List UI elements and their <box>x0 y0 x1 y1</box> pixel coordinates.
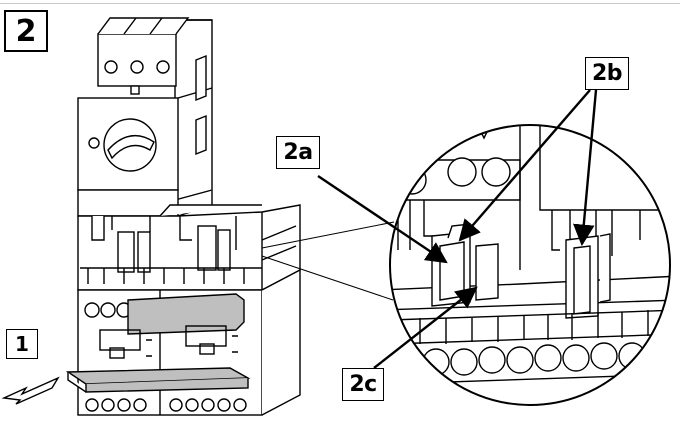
top-rule <box>0 3 680 4</box>
callout-2a: 2a <box>276 136 320 169</box>
circuit-breaker <box>77 17 213 217</box>
link-module <box>77 204 301 291</box>
step-number-main: 2 <box>4 10 48 52</box>
pull-direction-arrow <box>1 376 60 405</box>
callout-2c: 2c <box>342 368 384 401</box>
callout-arrows <box>317 89 598 369</box>
magnifier-leader-lines <box>261 221 395 301</box>
step-number-sub: 1 <box>6 329 38 359</box>
magnified-detail <box>389 124 671 406</box>
callout-2b: 2b <box>585 57 629 90</box>
contactor <box>65 268 301 416</box>
